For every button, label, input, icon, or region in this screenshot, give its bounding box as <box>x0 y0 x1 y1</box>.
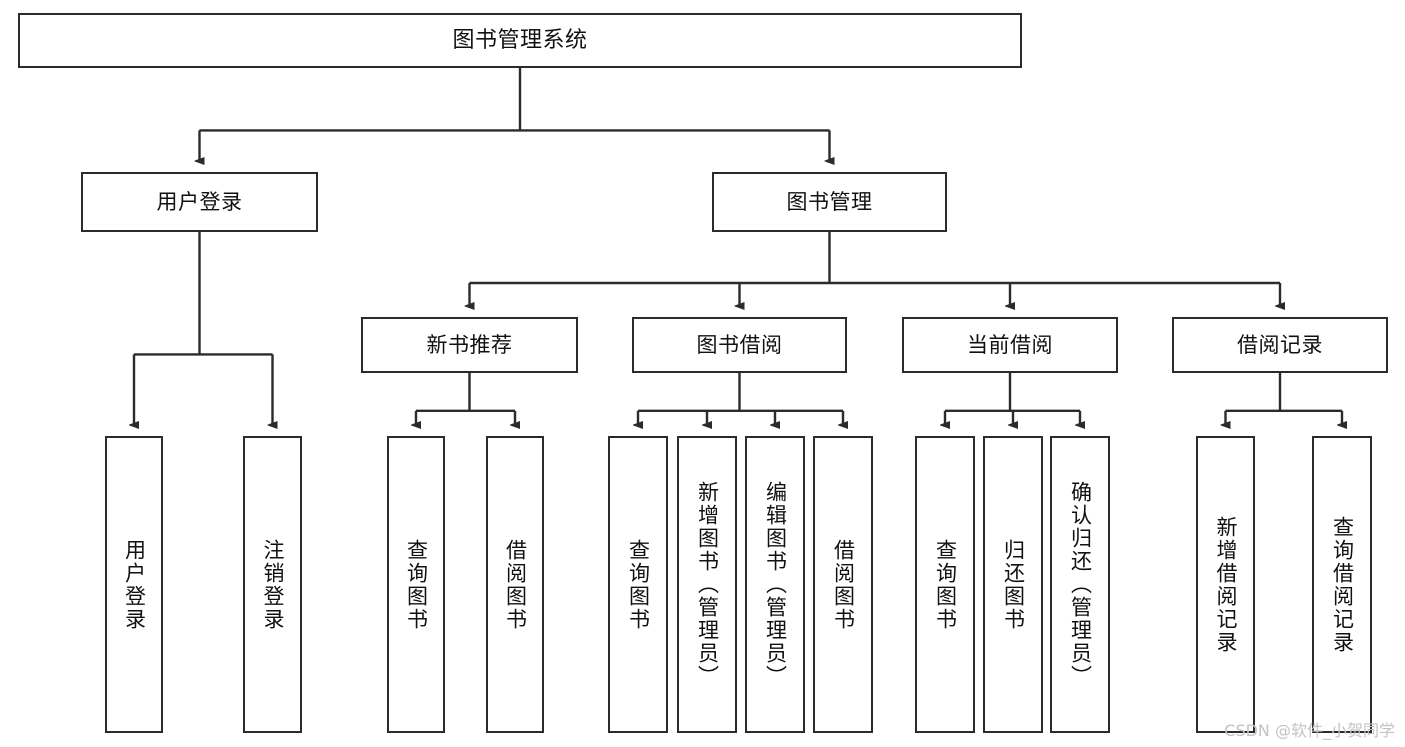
node-label: 图书借阅 <box>696 332 783 357</box>
node-l-bb-add[interactable]: 新增图书（管理员） <box>677 436 737 733</box>
node-label: 查询借阅记录 <box>1330 515 1355 654</box>
node-label: 查询图书 <box>933 538 958 631</box>
node-label: 借阅记录 <box>1237 332 1323 357</box>
node-l-nb-query[interactable]: 查询图书 <box>387 436 445 733</box>
watermark: CSDN @软件_小贺同学 <box>1224 721 1395 740</box>
node-label: 用户登录 <box>156 189 243 214</box>
node-l-logout[interactable]: 注销登录 <box>243 436 302 733</box>
node-l-rec-add[interactable]: 新增借阅记录 <box>1196 436 1255 733</box>
node-l-bb-query[interactable]: 查询图书 <box>608 436 668 733</box>
node-n-borrow[interactable]: 图书借阅 <box>632 317 847 373</box>
node-l-bb-edit[interactable]: 编辑图书（管理员） <box>745 436 805 733</box>
node-label: 用户登录 <box>122 538 147 631</box>
node-label: 编辑图书（管理员） <box>763 481 788 688</box>
node-l-cb-return[interactable]: 归还图书 <box>983 436 1043 733</box>
node-label: 查询图书 <box>404 538 429 631</box>
node-n-newbook[interactable]: 新书推荐 <box>361 317 578 373</box>
node-l-bb-borrow[interactable]: 借阅图书 <box>813 436 873 733</box>
node-n-login[interactable]: 用户登录 <box>81 172 318 232</box>
node-label: 注销登录 <box>260 538 285 631</box>
node-label: 借阅图书 <box>831 538 856 631</box>
node-label: 图书管理系统 <box>452 27 588 53</box>
node-root[interactable]: 图书管理系统 <box>18 13 1022 68</box>
node-label: 确认归还（管理员） <box>1068 481 1093 688</box>
node-l-cb-confirm[interactable]: 确认归还（管理员） <box>1050 436 1110 733</box>
node-n-records[interactable]: 借阅记录 <box>1172 317 1388 373</box>
node-label: 新增借阅记录 <box>1213 515 1238 654</box>
node-label: 查询图书 <box>626 538 651 631</box>
node-l-nb-borrow[interactable]: 借阅图书 <box>486 436 544 733</box>
node-label: 当前借阅 <box>967 332 1053 357</box>
node-n-bookmgmt[interactable]: 图书管理 <box>712 172 947 232</box>
node-label: 图书管理 <box>786 189 873 214</box>
node-label: 归还图书 <box>1001 538 1026 631</box>
node-l-cb-query[interactable]: 查询图书 <box>915 436 975 733</box>
node-n-current[interactable]: 当前借阅 <box>902 317 1118 373</box>
node-label: 新书推荐 <box>426 332 513 357</box>
node-l-userlogin[interactable]: 用户登录 <box>105 436 163 733</box>
node-l-rec-query[interactable]: 查询借阅记录 <box>1312 436 1372 733</box>
node-label: 借阅图书 <box>503 538 528 631</box>
node-label: 新增图书（管理员） <box>695 481 720 688</box>
